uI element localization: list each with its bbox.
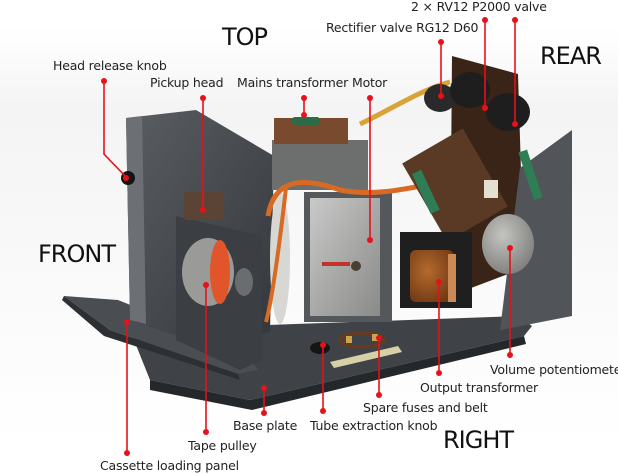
dot-extraction-knob-label (320, 408, 326, 414)
side-panel-shape (500, 130, 572, 330)
label-spare-fuses: Spare fuses and belt (363, 400, 488, 415)
dot-rectifier (438, 93, 444, 99)
leader-head-release-knob (103, 81, 127, 178)
dot-cassette-panel (124, 319, 130, 325)
potentiometer-shape (482, 214, 534, 274)
wire-harness-2 (264, 187, 288, 323)
dot-output-transformer (436, 279, 442, 285)
tape-pulley-tape (210, 240, 230, 304)
label-head-release-knob: Head release knob (53, 58, 167, 73)
dot-pickup-head (200, 207, 206, 213)
dot-fuses (376, 335, 382, 341)
dot-base-plate-label (261, 410, 267, 416)
mains-transformer-shape (272, 117, 368, 190)
dot-tape-pulley (203, 282, 209, 288)
label-tube-extraction-knob: Tube extraction knob (310, 418, 438, 433)
dot-pickup-head-label (200, 95, 206, 101)
label-volume-potentiometer: Volume potentiometer (490, 362, 618, 377)
label-pickup-head: Pickup head (150, 75, 224, 90)
dot-tape-pulley-label (203, 429, 209, 435)
dot-extraction-knob (320, 342, 326, 348)
dot-rv12-label-1 (482, 17, 488, 23)
direction-right: RIGHT (443, 426, 514, 454)
dot-rectifier-label (438, 39, 444, 45)
cassette-panel-edge (62, 296, 240, 380)
output-transformer-shape (400, 232, 472, 308)
label-rv12-valves: 2 × RV12 P2000 valve (411, 0, 547, 14)
label-output-transformer: Output transformer (420, 380, 538, 395)
label-tape-pulley: Tape pulley (188, 438, 257, 453)
motor-shape (304, 192, 392, 322)
label-mains-transformer: Mains transformer (237, 75, 349, 90)
direction-rear: REAR (540, 42, 602, 70)
dot-mains-transformer (301, 112, 307, 118)
label-motor: Motor (352, 75, 388, 90)
dot-fuses-label (376, 392, 382, 398)
tape-idler (235, 268, 253, 296)
belt-wheel-shape (270, 192, 290, 324)
pickup-head-shape (184, 192, 224, 220)
dot-potentiometer (507, 245, 513, 251)
direction-top: TOP (222, 23, 268, 51)
label-plate (330, 346, 402, 368)
dot-head-release-knob-label (101, 78, 107, 84)
dot-motor-label (367, 95, 373, 101)
dot-output-transformer-label (436, 370, 442, 376)
direction-front: FRONT (38, 240, 116, 268)
dot-motor (367, 237, 373, 243)
fuses-shape (338, 331, 386, 349)
dot-potentiometer-label (507, 352, 513, 358)
dot-mains-transformer-label (301, 95, 307, 101)
label-base-plate: Base plate (233, 418, 298, 433)
dot-rv12-2 (512, 121, 518, 127)
dot-rv12-1 (482, 105, 488, 111)
dot-rv12-label-2 (512, 17, 518, 23)
dot-base-plate (261, 385, 267, 391)
label-cassette-loading-panel: Cassette loading panel (100, 458, 239, 473)
dot-cassette-panel-label (124, 450, 130, 456)
label-rectifier-valve: Rectifier valve RG12 D60 (326, 20, 479, 35)
dot-head-release-knob (123, 175, 129, 181)
fuse-cap-1 (346, 336, 352, 343)
fuse-cap-2 (372, 334, 378, 341)
valves-shape (402, 72, 543, 242)
